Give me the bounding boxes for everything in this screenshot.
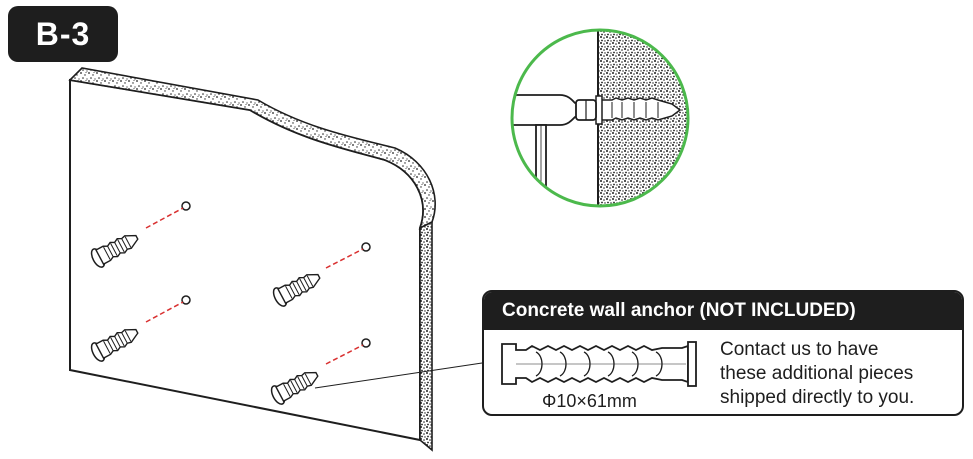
step-badge: B-3 [8, 6, 118, 62]
anchor-in-wall [595, 95, 682, 125]
drill-hole [181, 295, 191, 305]
drill-hole [361, 338, 371, 348]
description-line: shipped directly to you. [720, 387, 915, 408]
alignment-line [145, 207, 184, 229]
gate-bracket [512, 94, 597, 206]
description-line: Contact us to have [720, 339, 879, 360]
anchor-set [88, 201, 371, 407]
callout-title: Concrete wall anchor (NOT INCLUDED) [484, 292, 962, 330]
wall-panel [68, 67, 436, 452]
alignment-line [145, 301, 184, 323]
alignment-line [325, 344, 364, 365]
anchor-dimension: Φ10×61mm [542, 391, 637, 411]
alignment-line [325, 248, 364, 269]
callout-leader-line [314, 362, 483, 389]
drill-hole [181, 201, 191, 211]
wall-anchor-icon [501, 341, 697, 387]
callout-description: Contact us to have these additional piec… [720, 338, 960, 410]
detail-magnifier [510, 28, 690, 208]
callout-box: Concrete wall anchor (NOT INCLUDED) Φ10×… [482, 290, 964, 416]
drill-hole [361, 242, 371, 252]
wall-anchor-icon [270, 242, 371, 309]
wall-anchor-icon [268, 338, 371, 407]
wall-anchor-icon [88, 201, 191, 270]
wall-anchor-icon [88, 295, 191, 364]
description-line: these additional pieces [720, 363, 914, 384]
